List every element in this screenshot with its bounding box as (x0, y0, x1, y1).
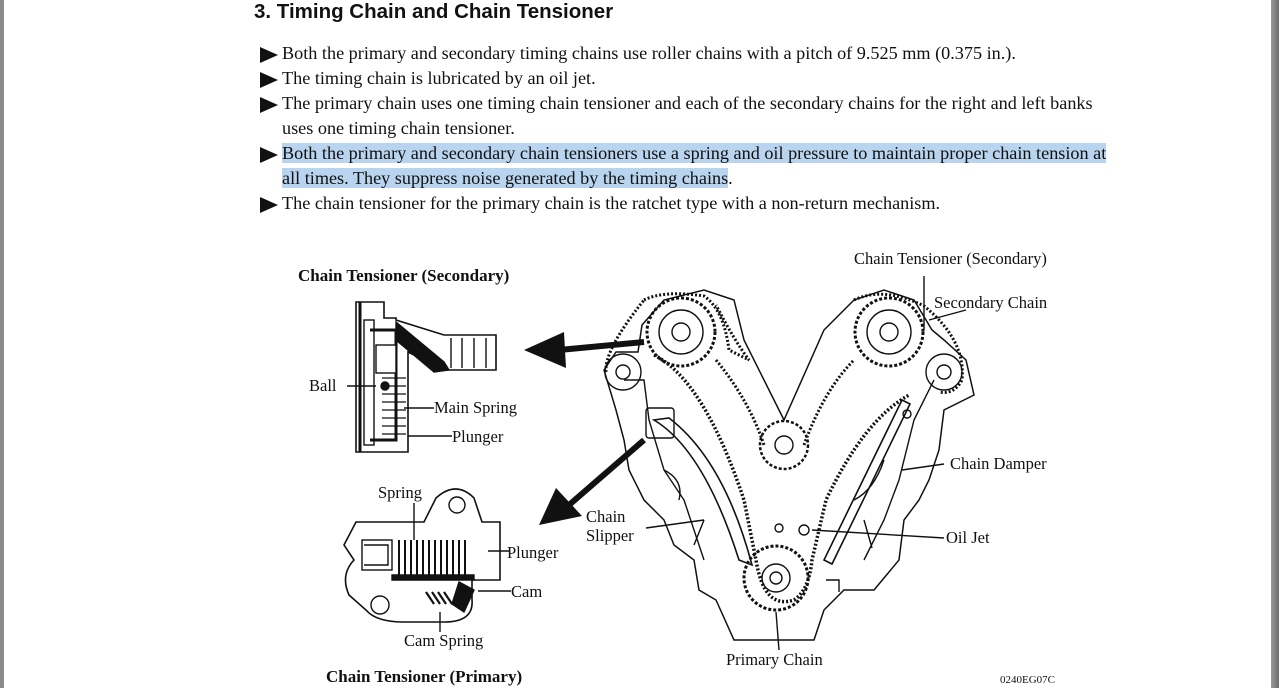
label-plunger-secondary: Plunger (452, 427, 504, 446)
secondary-tensioner-drawing (347, 301, 497, 453)
triangle-bullet-icon (260, 47, 278, 63)
triangle-bullet-icon (260, 197, 278, 213)
pointer-arrows (524, 332, 646, 525)
primary-tensioner-drawing (343, 488, 511, 632)
secondary-tensioner-title: Chain Tensioner (Secondary) (298, 266, 510, 285)
bullet-item-highlighted: Both the primary and secondary chain ten… (260, 141, 1120, 191)
triangle-bullet-icon (260, 147, 278, 163)
triangle-bullet-icon (260, 72, 278, 88)
label-chain-damper: Chain Damper (950, 454, 1047, 473)
bullet-list: Both the primary and secondary timing ch… (260, 41, 1120, 216)
triangle-bullet-icon (260, 97, 278, 113)
label-ball: Ball (309, 376, 337, 395)
section-heading: 3. Timing Chain and Chain Tensioner (254, 0, 614, 23)
document-page: 3. Timing Chain and Chain Tensioner Both… (4, 0, 1271, 688)
label-chain-slipper-line1: Chain (586, 507, 626, 526)
primary-tensioner-title: Chain Tensioner (Primary) (326, 667, 523, 686)
label-chain-tensioner-secondary: Chain Tensioner (Secondary) (854, 249, 1047, 268)
label-spring: Spring (378, 483, 423, 502)
bullet-item: Both the primary and secondary timing ch… (260, 41, 1120, 66)
engine-drawing (603, 276, 975, 651)
label-plunger-primary: Plunger (507, 543, 559, 562)
label-primary-chain: Primary Chain (726, 650, 823, 669)
bullet-item: The chain tensioner for the primary chai… (260, 191, 1120, 216)
bullet-item: The primary chain uses one timing chain … (260, 91, 1120, 141)
label-secondary-chain: Secondary Chain (934, 293, 1048, 312)
label-main-spring: Main Spring (434, 398, 517, 417)
label-cam: Cam (511, 582, 543, 601)
viewer-left-edge (0, 0, 4, 688)
timing-chain-diagram (343, 276, 975, 651)
viewer-right-edge (1271, 0, 1279, 688)
label-cam-spring: Cam Spring (404, 631, 484, 650)
bullet-item: The timing chain is lubricated by an oil… (260, 66, 1120, 91)
label-chain-slipper-line2: Slipper (586, 526, 634, 545)
figure-code: 0240EG07C (1000, 674, 1055, 686)
label-oil-jet: Oil Jet (946, 528, 990, 547)
